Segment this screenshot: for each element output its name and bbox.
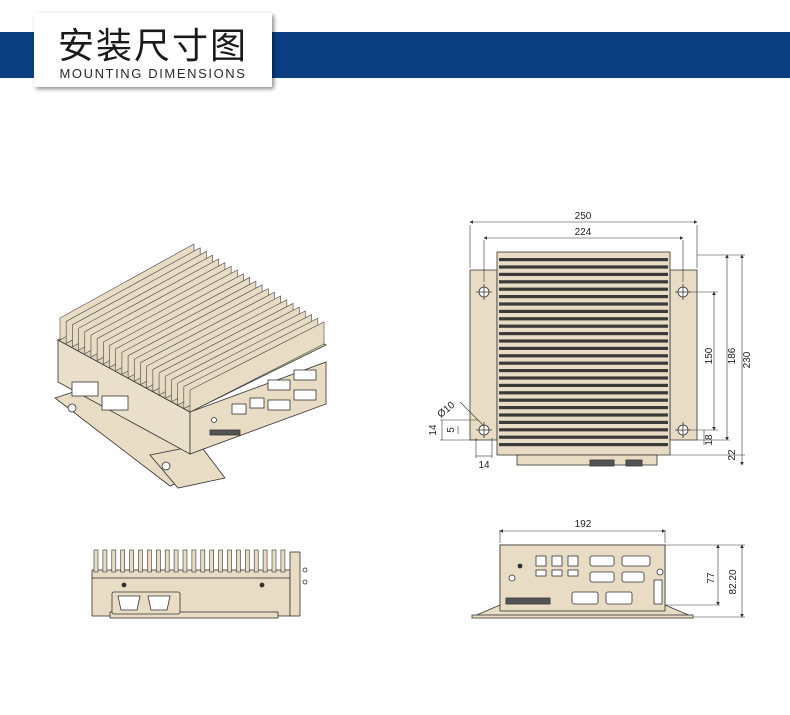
top-fin: [499, 265, 668, 269]
top-fin: [499, 376, 668, 380]
side-fin: [227, 549, 232, 573]
side-view: [91, 549, 308, 619]
side-fin: [271, 549, 277, 573]
dim-slot-gap-5: 5: [446, 427, 457, 433]
top-fin: [499, 354, 668, 358]
dim-offset-18: 18: [704, 434, 715, 446]
top-view: [440, 220, 745, 467]
top-fin: [499, 295, 668, 299]
top-fin: [499, 280, 668, 284]
isometric-view: [54, 243, 327, 489]
iso-heatsink-fins: [59, 243, 325, 413]
top-fin: [499, 391, 668, 395]
mount-hole-top-left: [476, 284, 492, 300]
side-fin: [120, 549, 125, 573]
side-fin: [236, 549, 241, 573]
dim-height-150: 150: [704, 347, 715, 364]
title-box: 安装尺寸图 MOUNTING DIMENSIONS: [34, 13, 272, 87]
top-fin: [499, 346, 668, 350]
top-fin: [499, 339, 668, 343]
side-fin: [191, 549, 197, 573]
top-fin: [499, 361, 668, 365]
side-fin: [102, 549, 108, 573]
top-fin: [499, 287, 668, 291]
dim-width-224: 224: [575, 227, 592, 238]
dim-front-height-77: 77: [706, 572, 717, 584]
side-fin: [93, 549, 99, 573]
top-fin: [499, 258, 668, 262]
side-fin: [138, 549, 143, 573]
top-fin: [499, 302, 668, 306]
top-fin: [499, 428, 668, 432]
top-fin: [499, 332, 668, 336]
side-fin: [129, 549, 134, 573]
page-title: 安装尺寸图: [57, 26, 248, 67]
side-fin: [209, 549, 214, 573]
side-heatsink-fins: [93, 549, 286, 573]
top-fin: [499, 420, 668, 424]
front-view: [471, 529, 745, 619]
mount-hole-top-right: [675, 284, 691, 300]
dim-height-186: 186: [727, 347, 738, 364]
top-fin: [499, 413, 668, 417]
front-panel-ports: [505, 555, 664, 605]
side-fin: [262, 549, 268, 573]
dim-slot-height-14: 14: [428, 424, 439, 436]
side-fin: [245, 549, 250, 573]
dim-slot-width-14: 14: [478, 460, 490, 471]
mount-hole-bottom-left: [476, 422, 492, 438]
dim-width-250: 250: [575, 211, 592, 222]
top-fin: [499, 435, 668, 439]
top-fin: [499, 369, 668, 373]
side-fin: [200, 549, 206, 573]
mount-hole-bottom-right: [675, 422, 691, 438]
top-fin: [499, 309, 668, 313]
top-fin: [499, 272, 668, 276]
top-fin: [499, 406, 668, 410]
top-fin: [499, 317, 668, 321]
iso-fin: [189, 321, 325, 413]
top-fin: [499, 324, 668, 328]
dim-front-height-82-20: 82.20: [728, 569, 739, 594]
top-heatsink-fins: [499, 258, 668, 447]
side-fin: [111, 549, 117, 573]
side-fin: [173, 549, 179, 573]
side-fin: [182, 549, 188, 573]
top-fin: [499, 443, 668, 447]
side-fin: [147, 549, 152, 573]
dim-height-230: 230: [742, 351, 753, 368]
side-fin: [253, 549, 259, 573]
dim-front-width-192: 192: [575, 519, 592, 530]
side-fin: [164, 549, 170, 573]
dim-hole-diameter: Ø10: [436, 400, 458, 421]
side-fin: [280, 549, 286, 573]
top-fin: [499, 398, 668, 402]
page-subtitle: MOUNTING DIMENSIONS: [59, 66, 247, 81]
side-fin: [156, 549, 161, 573]
top-fin: [499, 383, 668, 387]
dim-offset-22: 22: [727, 449, 738, 461]
side-fin: [218, 549, 223, 573]
